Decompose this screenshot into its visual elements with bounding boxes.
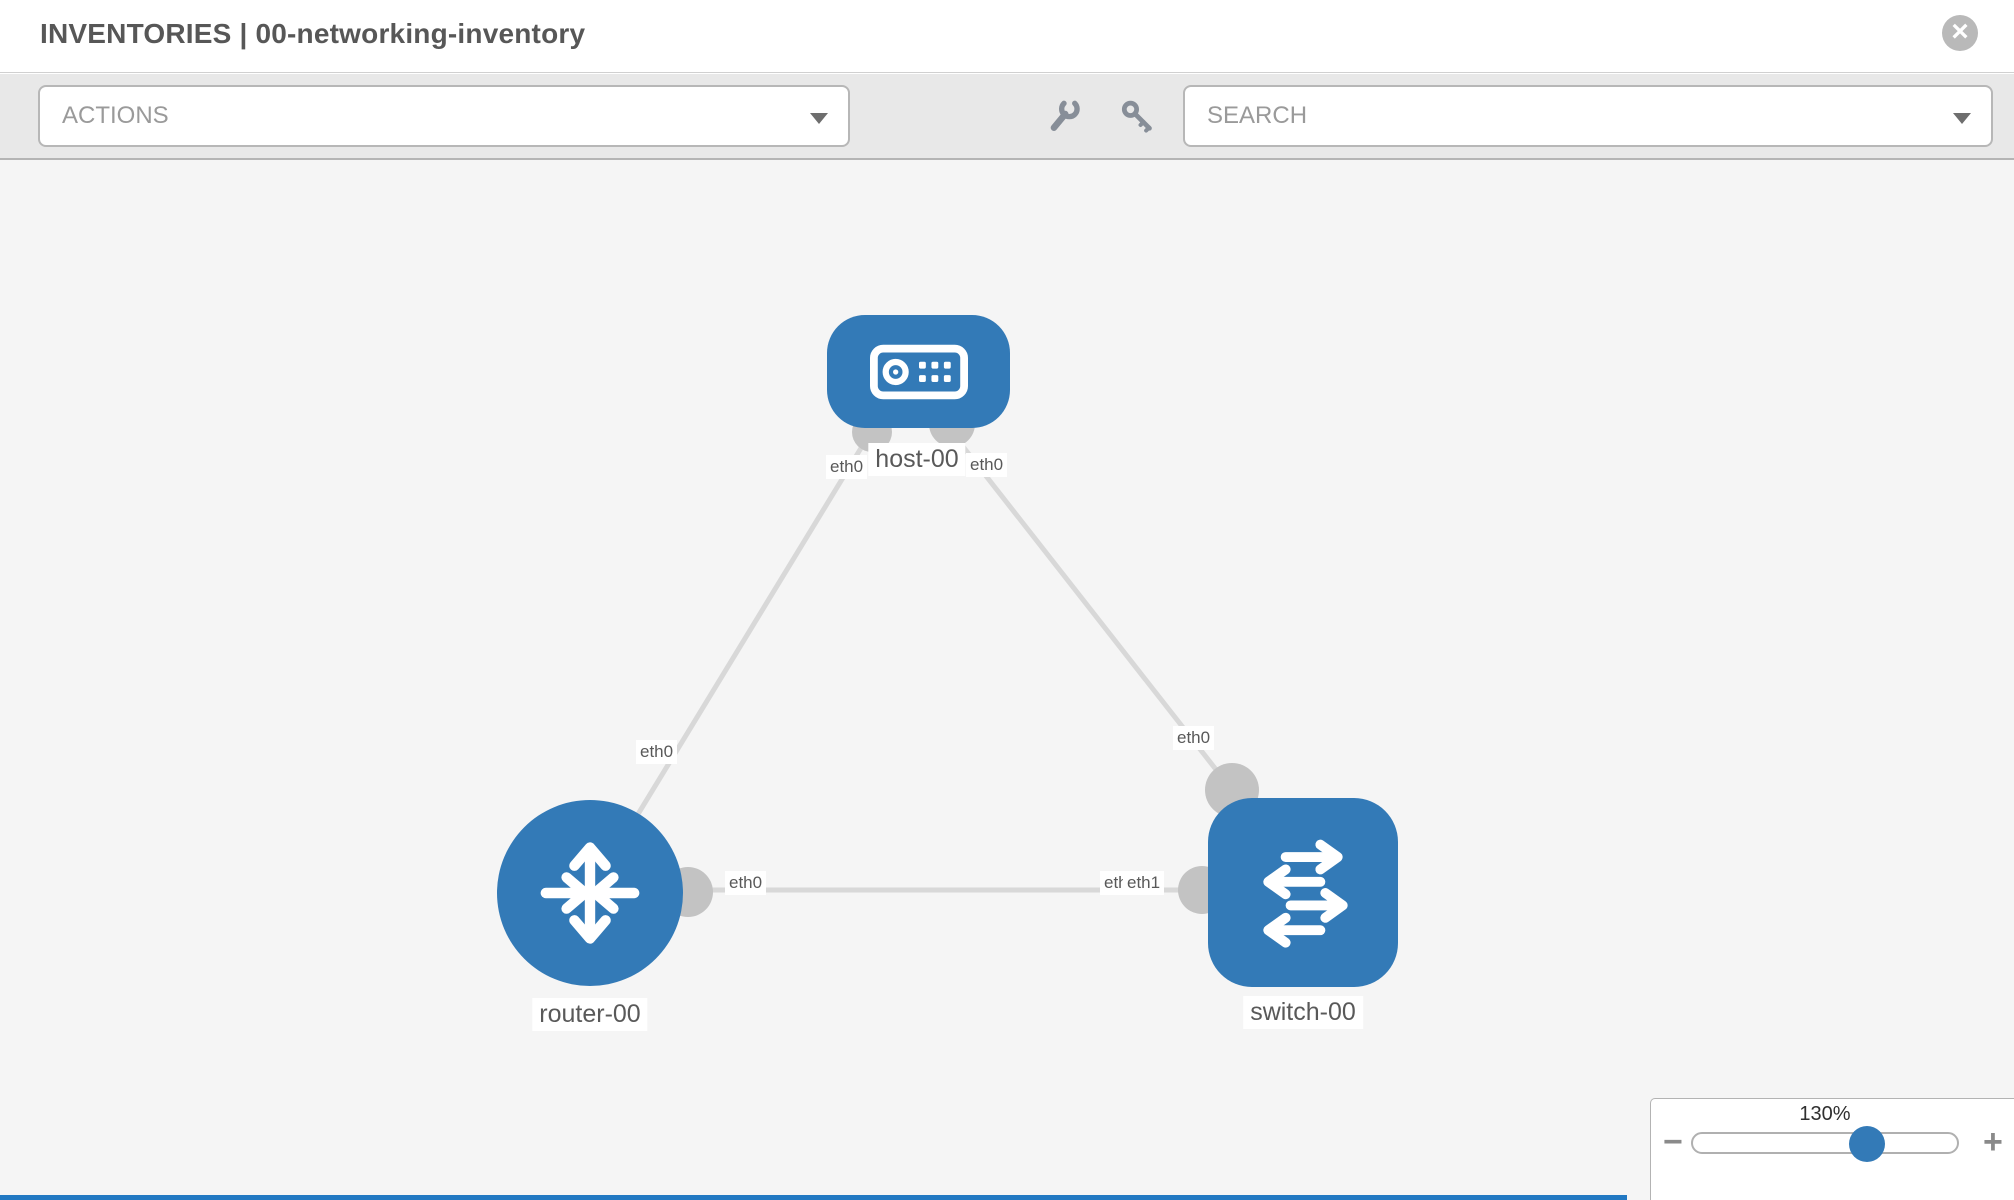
key-icon [1121, 100, 1152, 133]
zoom-slider-thumb[interactable] [1849, 1126, 1885, 1162]
header: INVENTORIES | 00-networking-inventory × [0, 0, 2014, 73]
zoom-panel: 130% − + [1650, 1098, 2014, 1200]
credentials-button[interactable] [1115, 96, 1159, 138]
if-label-host-eth0-left: eth0 [826, 455, 868, 479]
chevron-down-icon [810, 113, 828, 124]
search-dropdown[interactable]: SEARCH [1183, 85, 1993, 147]
node-label-switch: switch-00 [1243, 996, 1363, 1029]
zoom-out-button[interactable]: − [1663, 1125, 1683, 1159]
switch-icon [1263, 839, 1348, 948]
close-button[interactable]: × [1942, 15, 1978, 51]
zoom-in-button[interactable]: + [1983, 1125, 2003, 1159]
node-switch[interactable] [1208, 798, 1398, 987]
if-label-router-eth0-right: eth0 [725, 871, 767, 895]
if-label-host-eth0-right: eth0 [966, 453, 1008, 477]
bottom-accent-bar [0, 1195, 1627, 1200]
chevron-down-icon [1953, 113, 1971, 124]
topology-canvas[interactable]: host-00 router-00 switch-00 eth0 eth0 et… [0, 160, 2014, 1200]
if-label-switch-eth0-top: eth0 [1173, 726, 1215, 750]
router-icon [540, 842, 640, 944]
node-host[interactable] [827, 315, 1010, 428]
actions-dropdown[interactable]: ACTIONS [38, 85, 850, 147]
zoom-level-value: 130% [1799, 1103, 1851, 1125]
node-label-router: router-00 [532, 998, 648, 1031]
minus-icon: − [1663, 1123, 1683, 1161]
configure-button[interactable] [1045, 96, 1089, 138]
host-icon [869, 344, 968, 399]
page-title: INVENTORIES | 00-networking-inventory [40, 18, 586, 49]
plus-icon: + [1983, 1123, 2003, 1161]
if-label-switch-eth1-left: eth1 [1123, 871, 1165, 895]
search-dropdown-label: SEARCH [1207, 102, 1308, 129]
toolbar: ACTIONS SEARCH [0, 74, 2014, 160]
actions-dropdown-label: ACTIONS [62, 102, 169, 129]
zoom-slider-track[interactable] [1691, 1126, 1959, 1162]
node-router[interactable] [497, 800, 683, 986]
node-label-host: host-00 [868, 443, 966, 476]
links-layer [587, 401, 1300, 917]
if-label-router-eth0-top: eth0 [636, 740, 678, 764]
wrench-icon [1050, 100, 1080, 131]
close-icon: × [1951, 15, 1969, 48]
